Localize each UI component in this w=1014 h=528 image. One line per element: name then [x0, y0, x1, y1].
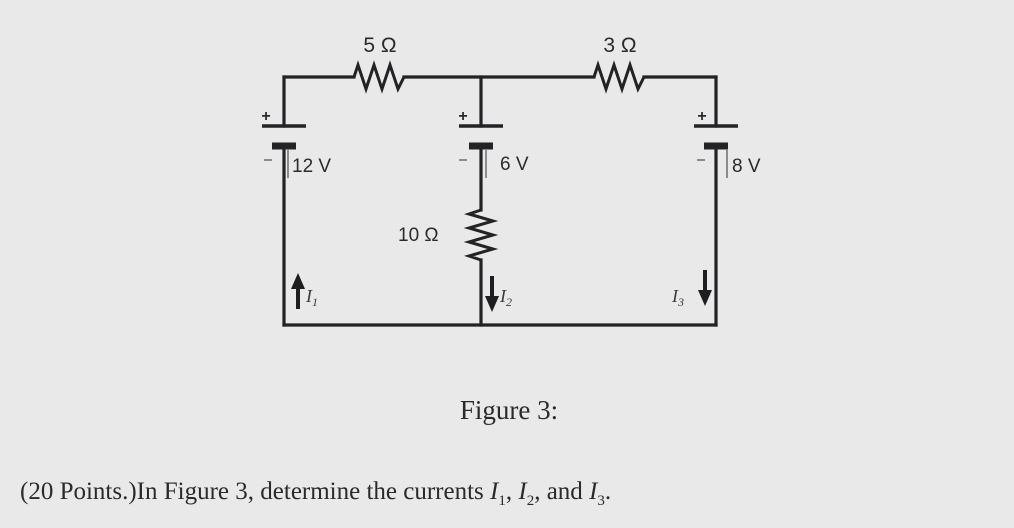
- resistor-5-ohm: [352, 60, 406, 94]
- battery-6v: [459, 124, 503, 150]
- current-label-i3: I3: [671, 286, 684, 309]
- problem-i3-sub: 3: [597, 493, 605, 509]
- problem-prefix: (20 Points.)In Figure 3, determine the c…: [20, 478, 491, 505]
- resistor-3-ohm-label: 3 Ω: [603, 34, 636, 57]
- problem-statement: (20 Points.)In Figure 3, determine the c…: [20, 478, 611, 510]
- battery-8v-plus: +: [697, 108, 706, 125]
- resistor-10-ohm-label: 10 Ω: [398, 225, 439, 246]
- resistor-3-ohm: [592, 60, 646, 94]
- current-label-i2: I2: [499, 286, 512, 309]
- resistor-5-ohm-label: 5 Ω: [363, 34, 396, 57]
- battery-8v-label: 8 V: [732, 156, 761, 177]
- current-arrow-i1: [291, 273, 305, 309]
- battery-8v: [694, 124, 738, 150]
- battery-6v-plus: +: [458, 108, 467, 125]
- battery-6v-label: 6 V: [500, 154, 529, 175]
- resistor-10-ohm: [463, 208, 499, 262]
- problem-i3-symbol: I: [589, 478, 598, 505]
- current-label-i1: I1: [305, 286, 318, 309]
- problem-i2-sub: 2: [526, 493, 535, 509]
- battery-12v-label: 12 V: [292, 156, 331, 177]
- figure-caption: Figure 3:: [459, 395, 559, 425]
- battery-12v-plus: +: [261, 108, 270, 125]
- problem-i1-symbol: I: [490, 478, 499, 505]
- battery-12v: [262, 124, 306, 150]
- problem-and: , and: [534, 478, 590, 505]
- current-arrow-i2: [485, 276, 499, 312]
- current-arrow-i3: [698, 270, 712, 306]
- problem-i2-symbol: I: [518, 478, 527, 505]
- problem-sep: ,: [505, 478, 519, 505]
- problem-i1-sub: 1: [498, 493, 506, 509]
- problem-end: .: [604, 478, 612, 505]
